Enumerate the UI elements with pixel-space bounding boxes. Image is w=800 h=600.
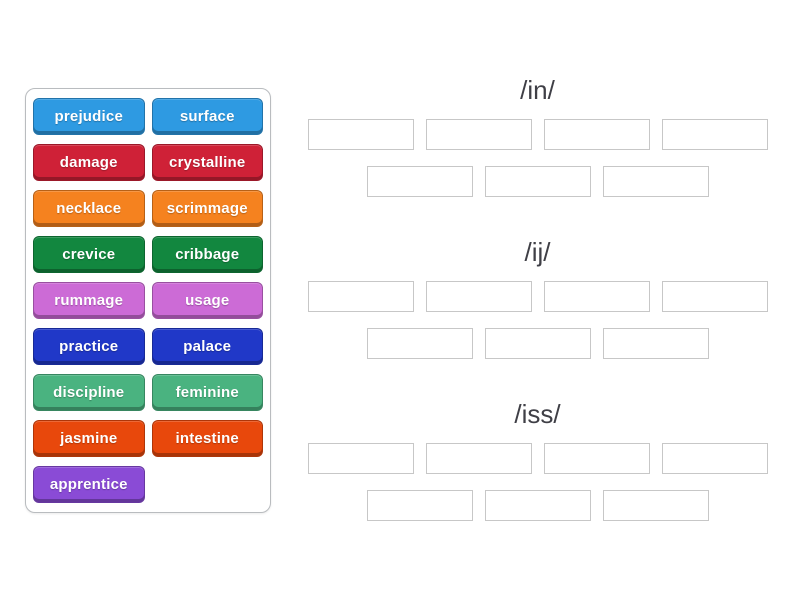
word-tile-crystalline[interactable]: crystalline [151,144,263,181]
word-tile-damage[interactable]: damage [33,144,145,181]
word-tile-intestine[interactable]: intestine [151,420,263,457]
word-tile-apprentice[interactable]: apprentice [33,466,145,503]
slot-row [307,119,768,150]
drop-slot[interactable] [307,443,414,474]
drop-slot[interactable] [661,281,768,312]
drop-slot[interactable] [543,119,650,150]
slot-area-ij [307,281,768,375]
word-tile-prejudice[interactable]: prejudice [33,98,145,135]
slot-row [307,443,768,474]
group-title-iss: /iss/ [514,399,561,429]
group-ij: /ij/ [300,237,775,375]
groups-container: /in/ /ij/ /iss/ [300,75,775,561]
word-tile-practice[interactable]: practice [33,328,145,365]
drop-slot[interactable] [543,443,650,474]
word-tile-crevice[interactable]: crevice [33,236,145,273]
word-tile-surface[interactable]: surface [151,98,263,135]
drop-slot[interactable] [366,166,473,197]
word-tile-discipline[interactable]: discipline [33,374,145,411]
drop-slot[interactable] [425,281,532,312]
drop-slot[interactable] [484,166,591,197]
drop-slot[interactable] [366,490,473,521]
group-iss: /iss/ [300,399,775,537]
drop-slot[interactable] [661,119,768,150]
group-title-ij: /ij/ [524,237,551,267]
slot-area-in [307,119,768,213]
drop-slot[interactable] [602,490,709,521]
group-in: /in/ [300,75,775,213]
slot-row [307,281,768,312]
word-tile-usage[interactable]: usage [151,282,263,319]
drop-slot[interactable] [425,119,532,150]
slot-row [308,166,768,197]
slot-row [308,328,768,359]
drop-slot[interactable] [661,443,768,474]
word-tile-rummage[interactable]: rummage [33,282,145,319]
drop-slot[interactable] [484,490,591,521]
drop-slot[interactable] [602,328,709,359]
word-tile-jasmine[interactable]: jasmine [33,420,145,457]
word-tile-necklace[interactable]: necklace [33,190,145,227]
group-title-in: /in/ [520,75,555,105]
word-tile-palace[interactable]: palace [151,328,263,365]
word-tile-cribbage[interactable]: cribbage [151,236,263,273]
word-tile-feminine[interactable]: feminine [151,374,263,411]
drop-slot[interactable] [366,328,473,359]
slot-row [308,490,768,521]
drop-slot[interactable] [602,166,709,197]
drop-slot[interactable] [484,328,591,359]
word-tile-scrimmage[interactable]: scrimmage [151,190,263,227]
drop-slot[interactable] [307,281,414,312]
drop-slot[interactable] [543,281,650,312]
drop-slot[interactable] [425,443,532,474]
drop-slot[interactable] [307,119,414,150]
slot-area-iss [307,443,768,537]
